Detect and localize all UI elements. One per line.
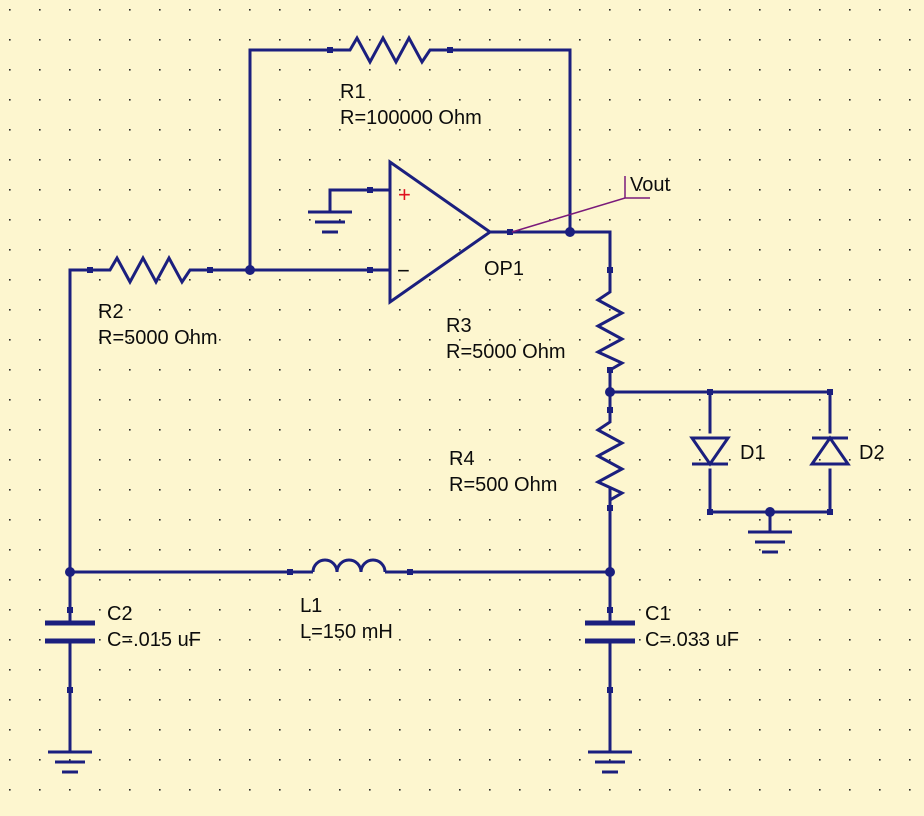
opamp-minus-sign: − [397, 258, 410, 283]
wire-output[interactable] [488, 230, 612, 272]
junction-dot [65, 567, 75, 577]
r2-value-label: R=5000 Ohm [98, 327, 218, 349]
resistor-r1[interactable] [327, 34, 453, 66]
junction-dot [605, 387, 615, 397]
c2-name-label: C2 [107, 603, 133, 625]
c2-value-label: C=.015 uF [107, 629, 201, 651]
opamp-plus-sign: + [398, 182, 411, 207]
diode-d1[interactable] [689, 389, 731, 515]
d2-name-label: D2 [859, 442, 885, 464]
wire-r1-left[interactable] [248, 48, 332, 272]
r3-value-label: R=5000 Ohm [446, 341, 566, 363]
junction-dot [765, 507, 775, 517]
resistor-r3[interactable] [594, 267, 626, 373]
junction-dot [565, 227, 575, 237]
resistor-r4[interactable] [594, 407, 626, 511]
net-label-vout[interactable]: Vout [511, 174, 670, 233]
junction-dot [605, 567, 615, 577]
d1-name-label: D1 [740, 442, 766, 464]
opamp-name-label: OP1 [484, 258, 524, 280]
wire-r1-right[interactable] [448, 48, 572, 234]
ground-c1[interactable] [588, 750, 632, 774]
r1-value-label: R=100000 Ohm [340, 107, 482, 129]
wire-left-rail[interactable] [68, 268, 92, 574]
junction-dot [245, 265, 255, 275]
r1-name-label: R1 [340, 81, 366, 103]
opamp-op1[interactable] [367, 159, 513, 305]
r4-value-label: R=500 Ohm [449, 474, 557, 496]
capacitor-c1[interactable] [585, 607, 635, 693]
r3-name-label: R3 [446, 315, 472, 337]
c1-value-label: C=.033 uF [645, 629, 739, 651]
ground-c2[interactable] [48, 750, 92, 774]
l1-value-label: L=150 mH [300, 621, 393, 643]
ground-opamp-plus[interactable] [308, 210, 352, 234]
capacitor-c2[interactable] [45, 607, 95, 693]
junctions [65, 227, 775, 577]
r2-name-label: R2 [98, 301, 124, 323]
l1-name-label: L1 [300, 595, 322, 617]
diode-d2[interactable] [809, 389, 851, 515]
net-label-text: Vout [630, 174, 670, 196]
inductor-l1[interactable] [287, 558, 413, 575]
c1-name-label: C1 [645, 603, 671, 625]
r4-name-label: R4 [449, 448, 475, 470]
resistor-r2[interactable] [87, 254, 213, 286]
